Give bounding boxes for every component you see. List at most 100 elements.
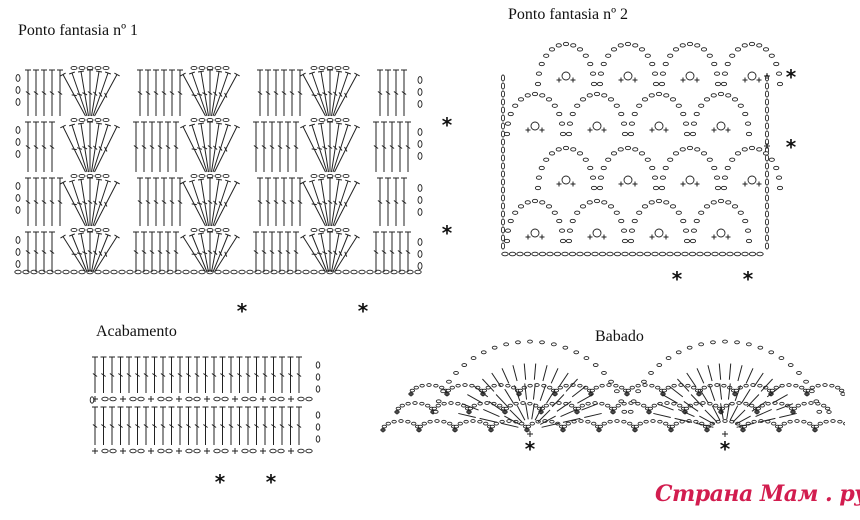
chain-stitch — [694, 43, 701, 48]
chain-stitch — [815, 383, 821, 388]
chain-stitch — [538, 165, 545, 171]
chain-stitch — [781, 421, 787, 426]
chain-stitch — [840, 392, 845, 396]
chain-stitch — [729, 53, 736, 58]
double-crochet-top — [335, 70, 343, 73]
chain-stitch — [696, 251, 704, 257]
chain-stitch — [686, 345, 693, 350]
chain-stitch — [731, 97, 739, 102]
chain-stitch — [310, 173, 318, 179]
chain-stitch — [764, 154, 770, 162]
double-crochet-slash — [104, 146, 108, 152]
chain-stitch — [706, 157, 713, 162]
double-crochet-slash — [202, 201, 208, 205]
chain-stitch — [764, 90, 770, 98]
double-crochet-top — [224, 123, 232, 127]
chain-stitch — [644, 157, 651, 162]
chain-stitch — [627, 238, 635, 244]
chain-stitch — [342, 227, 350, 233]
double-crochet-slash — [338, 201, 343, 206]
chain-stitch — [665, 356, 672, 361]
chain-stitch — [405, 401, 411, 406]
double-crochet-slash — [160, 424, 166, 428]
double-crochet-top — [68, 123, 76, 127]
chain-stitch — [527, 401, 533, 406]
picot-cluster — [592, 228, 602, 238]
chain-stitch — [787, 419, 793, 424]
chain-stitch — [768, 53, 775, 58]
double-crochet-slash — [82, 146, 88, 150]
chain-stitch — [756, 251, 764, 257]
chain-stitch — [221, 448, 229, 454]
chain-stitch — [710, 340, 716, 345]
chain-stitch — [15, 260, 21, 268]
chain-stitch — [551, 210, 558, 215]
double-crochet-slash — [49, 200, 55, 204]
chain-stitch — [636, 210, 643, 215]
chain-stitch — [647, 406, 654, 411]
chain-stitch — [686, 41, 694, 47]
chain-stitch — [342, 269, 350, 275]
chain-stitch — [500, 146, 506, 154]
chain-stitch — [318, 227, 326, 233]
chain-stitch — [683, 406, 690, 411]
double-crochet-top — [317, 70, 325, 73]
double-crochet-slash — [165, 250, 171, 254]
double-crochet — [532, 383, 536, 400]
chain-stitch — [342, 65, 350, 71]
chain-stitch — [703, 204, 711, 209]
repeat-marker: * — [720, 437, 731, 460]
chain-stitch — [717, 198, 725, 204]
chain-stitch — [756, 147, 763, 152]
chain-stitch — [574, 103, 581, 108]
chain-stitch — [310, 65, 318, 71]
repeat-marker: * — [215, 470, 226, 494]
double-crochet-slash — [377, 91, 383, 95]
double-crochet-top — [69, 71, 75, 75]
chain-stitch — [669, 204, 677, 209]
chain-stitch — [698, 210, 705, 215]
chain-stitch — [721, 175, 729, 180]
chain-stitch — [500, 194, 506, 202]
chain-stitch — [615, 403, 621, 408]
double-crochet — [501, 368, 510, 384]
chain-stitch — [830, 419, 836, 423]
chain-stitch — [635, 389, 641, 394]
chain-stitch — [562, 145, 570, 151]
double-crochet-top — [317, 178, 325, 181]
chain-stitch — [569, 218, 576, 224]
chain-stitch — [310, 269, 318, 275]
double-crochet-slash — [213, 91, 218, 96]
chain-stitch — [721, 383, 727, 388]
double-crochet-top — [105, 71, 111, 75]
chain-stitch — [86, 65, 94, 71]
chain-stitch — [578, 419, 584, 423]
double-crochet-slash — [265, 91, 271, 95]
chain-stitch — [434, 419, 440, 423]
double-crochet-top — [234, 72, 240, 77]
double-crochet — [581, 403, 599, 411]
chain-stitch — [693, 218, 700, 224]
chain-stitch — [582, 157, 589, 162]
double-crochet-slash — [288, 373, 293, 377]
chain-stitch — [693, 419, 699, 424]
chain-stitch — [824, 406, 831, 411]
chain-stitch — [565, 131, 573, 137]
chain-stitch — [500, 218, 506, 226]
double-crochet — [461, 403, 479, 411]
chain-stitch — [399, 403, 405, 408]
chain-stitch — [449, 385, 455, 390]
double-crochet-slash — [338, 92, 343, 97]
chain-stitch — [538, 251, 547, 257]
chain-stitch — [503, 342, 509, 347]
chain-stitch — [315, 361, 321, 369]
double-crochet-slash — [173, 145, 179, 149]
chain-stitch — [439, 385, 445, 390]
chain-stitch — [455, 401, 461, 406]
chain-stitch — [663, 200, 670, 205]
double-crochet-top — [354, 72, 360, 77]
chain-stitch — [385, 421, 391, 426]
chain-stitch — [656, 363, 663, 367]
chain-stitch — [326, 173, 334, 179]
chain-stitch — [500, 162, 506, 170]
